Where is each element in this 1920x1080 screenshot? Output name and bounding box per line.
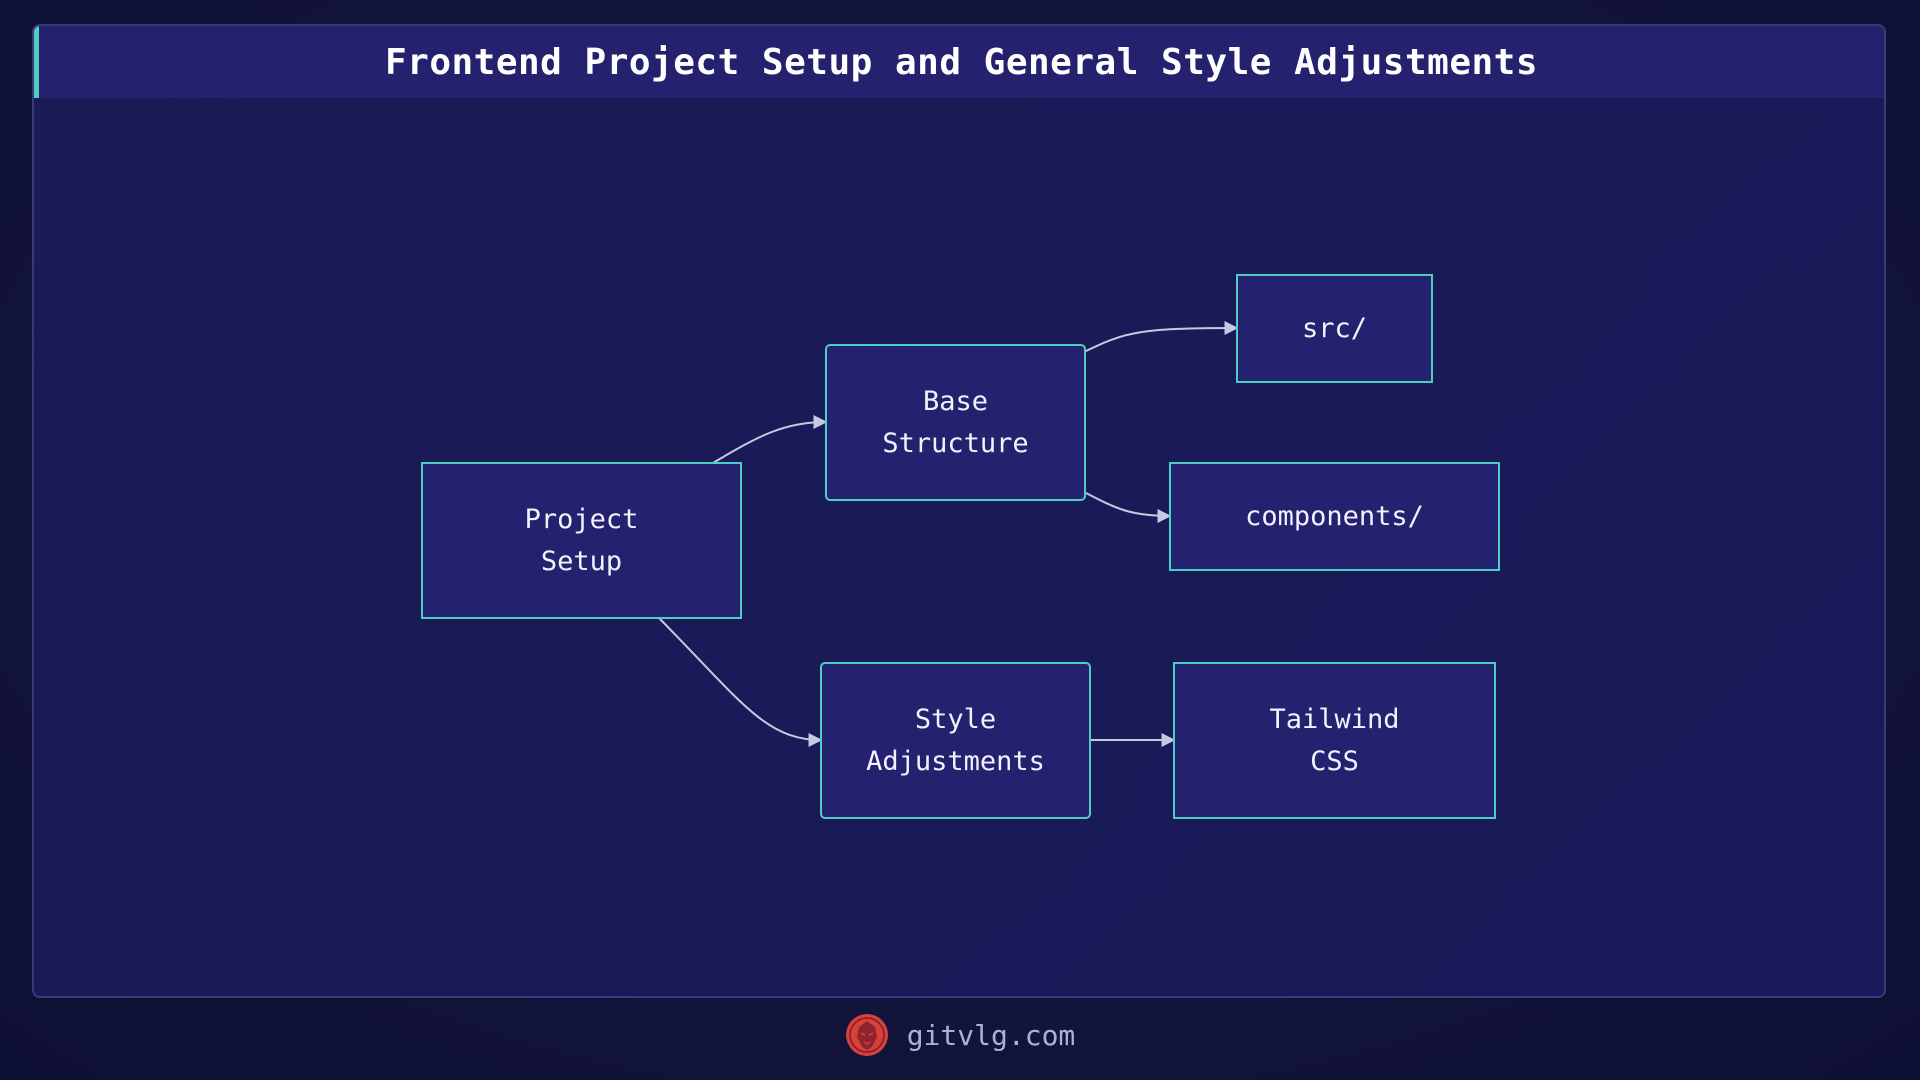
node-label: Tailwind CSS: [1269, 703, 1400, 777]
node-tailwind-css[interactable]: Tailwind CSS: [1173, 662, 1496, 819]
diagram-panel: Frontend Project Setup and General Style…: [32, 24, 1886, 998]
node-base-structure[interactable]: Base Structure: [825, 344, 1086, 501]
node-label: src/: [1301, 312, 1368, 344]
node-components[interactable]: components/: [1169, 462, 1500, 571]
footer: gitvlg.com: [0, 1010, 1920, 1060]
page-title: Frontend Project Setup and General Style…: [384, 41, 1539, 83]
node-label: components/: [1245, 500, 1424, 532]
node-src[interactable]: src/: [1236, 274, 1433, 383]
brand-link[interactable]: gitvlg.com: [906, 1018, 1076, 1052]
title-bar: Frontend Project Setup and General Style…: [34, 26, 1884, 98]
node-label: Style Adjustments: [866, 703, 1045, 777]
node-style-adjustments[interactable]: Style Adjustments: [820, 662, 1091, 819]
node-label: Project Setup: [524, 503, 639, 577]
lion-head-icon: [845, 1014, 888, 1056]
node-project-setup[interactable]: Project Setup: [421, 462, 742, 619]
node-label: Base Structure: [882, 385, 1029, 459]
